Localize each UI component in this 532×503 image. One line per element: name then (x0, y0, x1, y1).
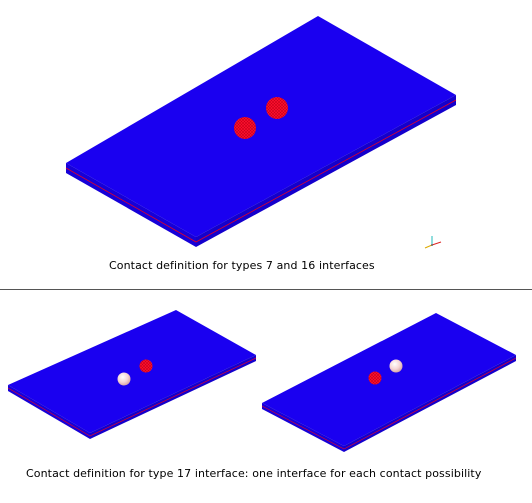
red-sphere (368, 371, 382, 385)
separator-line (0, 289, 532, 290)
bottom-figures (7, 310, 517, 452)
top-figure (65, 16, 457, 249)
red-sphere-left (234, 117, 256, 139)
red-sphere-right (266, 97, 288, 119)
bottom-caption: Contact definition for type 17 interface… (26, 467, 482, 480)
axis-triad-icon (424, 236, 442, 249)
plate-edge-line (65, 99, 457, 243)
plate-top-surface (66, 16, 456, 237)
pink-sphere (117, 372, 131, 386)
bottom-right-plate (261, 313, 517, 452)
pink-sphere (389, 359, 403, 373)
top-caption: Contact definition for types 7 and 16 in… (109, 259, 375, 272)
red-sphere (139, 359, 153, 373)
bottom-left-plate (7, 310, 257, 439)
